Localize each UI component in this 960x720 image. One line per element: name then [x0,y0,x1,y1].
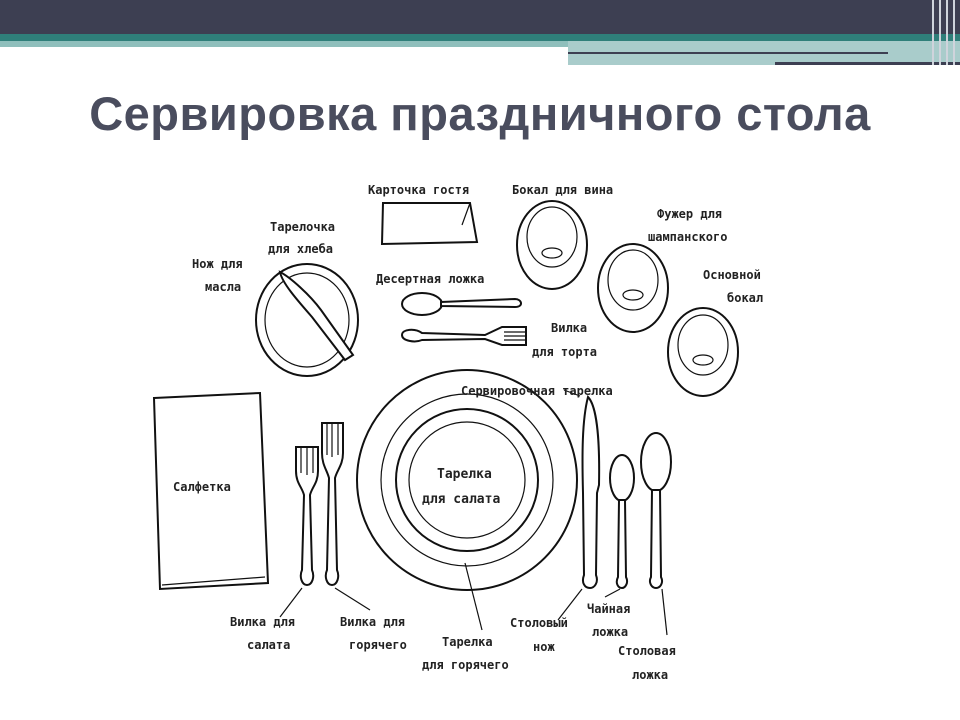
label-wine-glass: Бокал для вина [512,183,613,197]
label-service-plate: Сервировочная тарелка [461,384,613,398]
salad-plate-icon [395,408,539,552]
dessert-spoon-icon [401,292,522,316]
label-table-knife-line2: нож [533,640,555,654]
label-hot-plate-line1: Тарелка [442,635,493,649]
salad-fork-icon [295,446,319,587]
label-butter-knife-line1: Нож для [192,257,243,271]
guest-card-icon [380,202,479,246]
wine-glass-icon [516,200,588,290]
label-table-spoon-line1: Столовая [618,644,676,658]
main-glass-icon [667,307,739,397]
slide-title: Сервировка праздничного стола [89,87,871,140]
label-hot-plate-line2: для горячего [422,658,509,672]
label-dessert-spoon: Десертная ложка [376,272,484,286]
table-spoon-icon [640,432,672,590]
label-cake-fork-line1: Вилка [551,321,587,335]
label-hot-fork-line2: горячего [349,638,407,652]
label-champagne-line2: шампанского [648,230,727,244]
cake-fork-icon [400,326,527,346]
champagne-glass-icon [597,243,669,333]
label-main-glass-line2: бокал [727,291,763,305]
table-knife-icon [581,395,601,590]
label-table-knife-line1: Столовый [510,616,568,630]
tea-spoon-icon [609,454,635,590]
label-bread-plate-line2: для хлеба [268,242,333,256]
butter-knife-icon [278,270,355,362]
label-cake-fork-line2: для торта [532,345,597,359]
label-tea-spoon-line1: Чайная [587,602,630,616]
service-plate-icon [380,393,554,567]
label-tea-spoon-line2: ложка [592,625,628,639]
napkin-icon [152,391,270,591]
table-setting-diagram: Карточка гостя Бокал для вина Фужер для … [152,183,763,682]
header-accent-line [568,52,888,54]
header-accent-stripe [0,34,960,41]
label-champagne-line1: Фужер для [657,207,722,221]
label-table-spoon-line2: ложка [632,668,668,682]
label-butter-knife-line2: масла [205,280,241,294]
label-guest-card: Карточка гостя [368,183,469,197]
label-salad-plate-line1: Тарелка [437,467,492,482]
bread-plate-icon [255,263,359,377]
header-bar [0,0,960,34]
hot-fork-icon [321,422,344,587]
label-bread-plate-line1: Тарелочка [270,220,335,234]
label-salad-fork-line1: Вилка для [230,615,295,629]
header-accent-line [775,62,960,65]
header-accent-stripe-light [0,41,568,47]
label-salad-plate-line2: для салата [422,492,500,507]
label-hot-fork-line1: Вилка для [340,615,405,629]
label-napkin: Салфетка [173,480,231,494]
leader-lines [279,389,668,636]
header-vertical-stripes [928,0,960,65]
label-main-glass-line1: Основной [703,268,761,282]
label-salad-fork-line2: салата [247,638,290,652]
